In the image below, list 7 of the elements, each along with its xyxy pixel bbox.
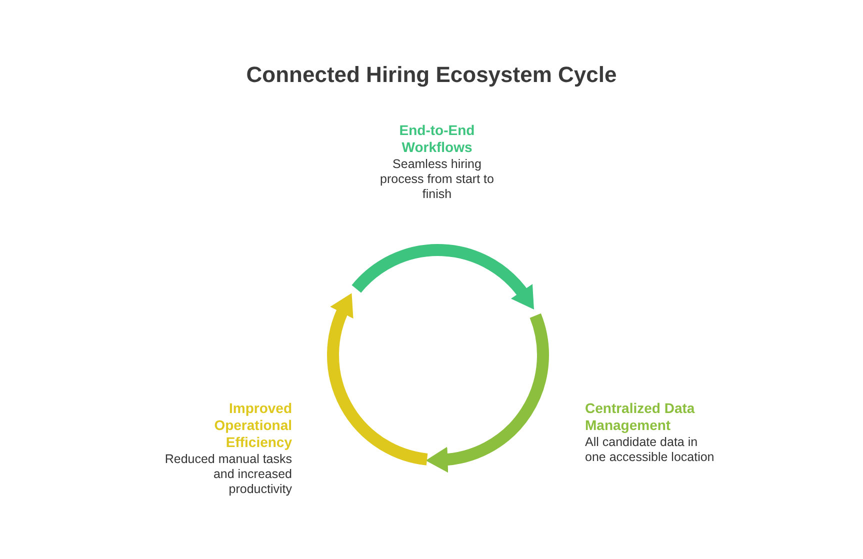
diagram-title: Connected Hiring Ecosystem Cycle: [245, 62, 618, 88]
step-description: Reduced manual tasks and increased productivity: [164, 452, 292, 497]
step-description: All candidate data in one accessible location: [585, 435, 716, 465]
step-title: Improved Operational Efficiency: [213, 400, 292, 451]
step-description: Seamless hiring process from start to finish: [379, 157, 495, 202]
step-title: Centralized Data Management: [585, 400, 696, 434]
step-title: End-to-End Workflows: [398, 122, 476, 156]
